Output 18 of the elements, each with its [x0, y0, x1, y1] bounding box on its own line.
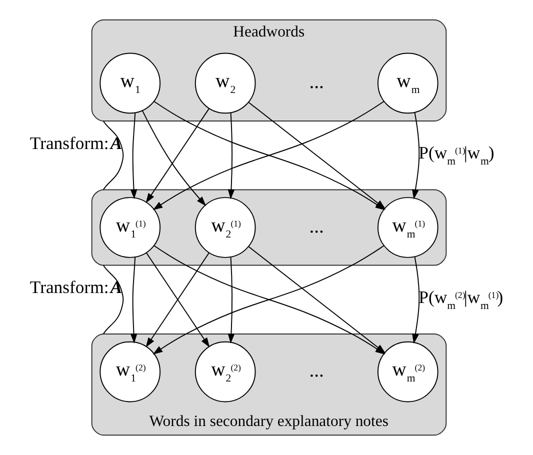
arrow — [130, 112, 137, 200]
label: ... — [308, 360, 324, 382]
edge-label: P(w$_{m}$$^{(1)}$|w$_{m}$) — [418, 142, 494, 168]
node-circle: w$_{1}$ — [99, 52, 160, 114]
node-circle: w$_{m}$ — [376, 52, 438, 114]
node-circle: w$_{2}$ — [194, 52, 256, 114]
edge-label: Transform:A — [29, 277, 122, 298]
connector — [102, 264, 124, 334]
arrow — [412, 256, 420, 344]
connector — [102, 120, 124, 190]
label: ... — [308, 216, 324, 238]
arrow — [227, 256, 234, 344]
label: ... — [308, 72, 324, 94]
arrow — [412, 112, 420, 200]
edge-label: P(w$_{m}$$^{(2)}$|w$_{m}$$^{(1)}$) — [418, 286, 503, 312]
edge-label: Transform:A — [29, 132, 122, 153]
arrow — [227, 112, 234, 200]
arrow — [130, 256, 137, 344]
